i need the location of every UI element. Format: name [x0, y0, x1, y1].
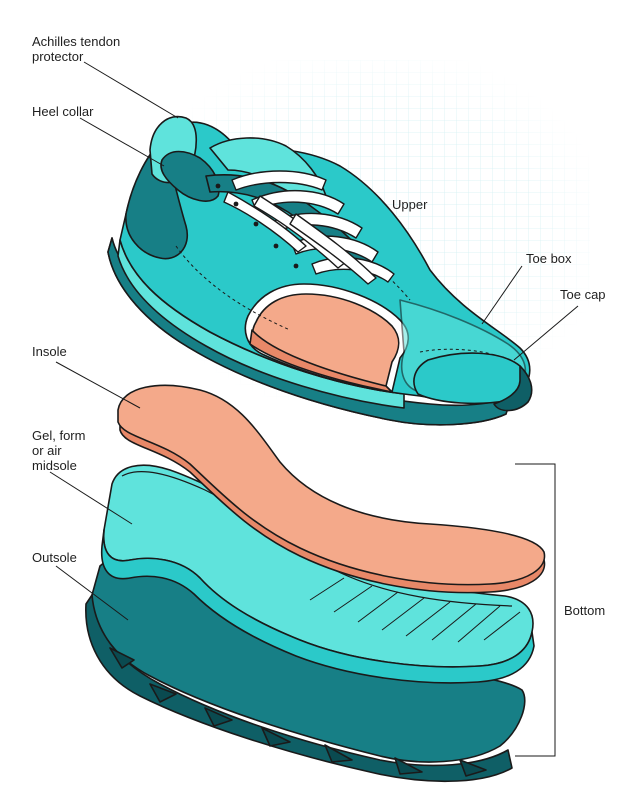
label-midsole: Gel, form or air midsole	[32, 428, 86, 473]
label-insole: Insole	[32, 344, 67, 359]
label-outsole: Outsole	[32, 550, 77, 565]
label-achilles-tendon-protector: Achilles tendon protector	[32, 34, 121, 64]
label-toe-cap: Toe cap	[560, 287, 606, 302]
leader-toe-cap	[513, 305, 579, 361]
leader-midsole	[49, 471, 133, 525]
insole-layer	[117, 384, 546, 594]
leader-achilles	[83, 61, 179, 119]
leader-lines	[49, 61, 579, 757]
label-toe-box: Toe box	[526, 251, 572, 266]
bottom-bracket	[515, 463, 556, 757]
label-heel-collar: Heel collar	[32, 104, 94, 119]
label-upper: Upper	[392, 197, 428, 212]
leader-outsole	[55, 565, 129, 621]
upper-shoe	[107, 115, 533, 426]
leader-heel-collar	[79, 117, 165, 167]
leader-toe-box	[481, 265, 523, 325]
leader-insole	[55, 361, 141, 409]
midsole-layer	[100, 464, 535, 684]
label-bottom: Bottom	[564, 603, 606, 618]
